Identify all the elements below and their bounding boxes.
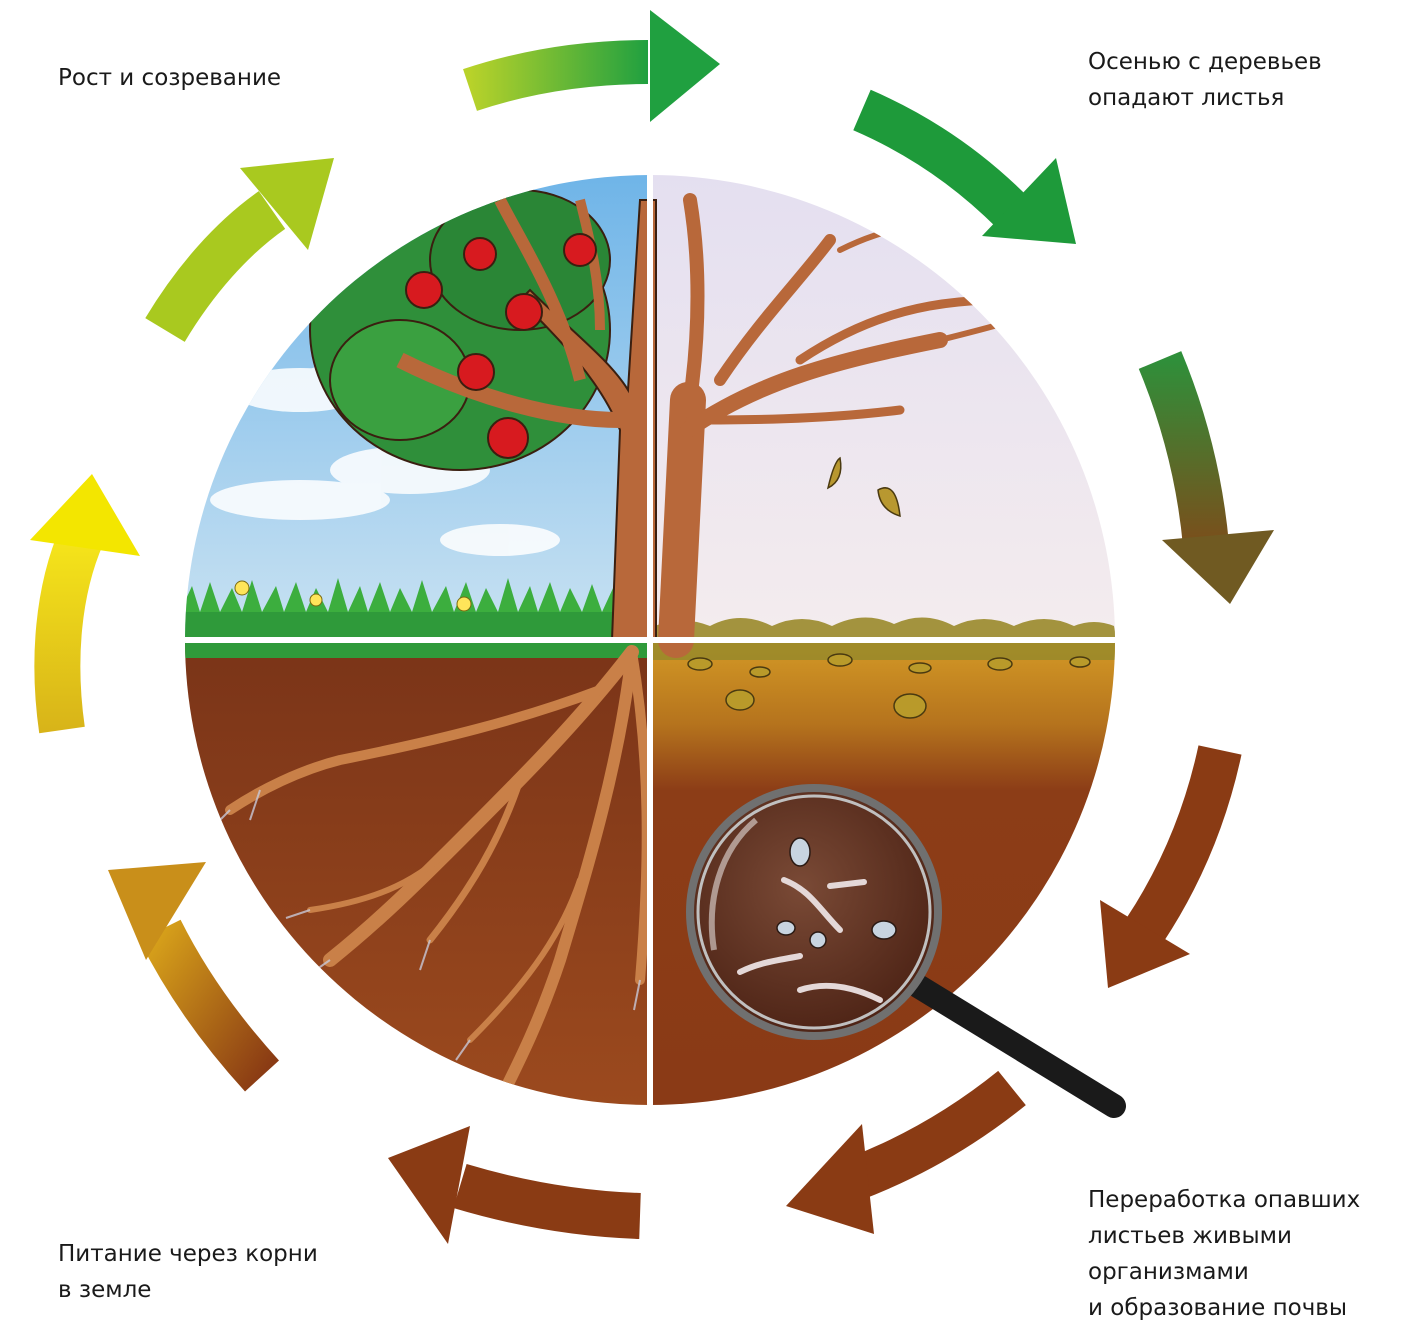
magnifying-glass-icon [686, 784, 1126, 1118]
caption-nutrition: Питание через корни в земле [58, 1236, 318, 1308]
caption-line: опадают листья [1088, 85, 1285, 111]
caption-line: Рост и созревание [58, 65, 282, 91]
arrow-top-icon [463, 10, 720, 122]
arrow-right-icon [1138, 351, 1274, 604]
caption-line: организмами [1088, 1259, 1249, 1285]
arrow-upper-left-icon [145, 158, 334, 342]
cycle-illustration [185, 175, 1115, 1105]
falling-leaves [826, 456, 901, 518]
arrow-bottom-right-icon [786, 1070, 1026, 1234]
caption-line: Переработка опавших [1088, 1187, 1361, 1213]
soil-organisms [737, 877, 883, 1003]
arrow-lower-left-icon [108, 862, 280, 1092]
caption-leaf-fall: Осенью с деревьев опадают листья [1088, 44, 1322, 116]
roots [225, 645, 652, 1105]
apple-tree [309, 189, 657, 641]
caption-line: в земле [58, 1277, 152, 1303]
caption-decomposition: Переработка опавших листьев живыми орган… [1088, 1182, 1360, 1326]
caption-line: листьев живыми [1088, 1223, 1292, 1249]
arrow-left-icon [30, 474, 140, 734]
apples [405, 233, 597, 459]
arrow-bottom-icon [388, 1126, 641, 1244]
cycle-arrows [30, 10, 1274, 1244]
grass [185, 578, 650, 658]
caption-line: Питание через корни [58, 1241, 318, 1267]
caption-line: Осенью с деревьев [1088, 49, 1322, 75]
vertical-divider [647, 175, 653, 1105]
arrow-lower-right-icon [1100, 745, 1242, 988]
caption-line: и образование почвы [1088, 1295, 1348, 1321]
arrow-upper-right-icon [853, 89, 1076, 244]
caption-growth: Рост и созревание [58, 60, 281, 96]
bare-tree [658, 193, 1043, 658]
